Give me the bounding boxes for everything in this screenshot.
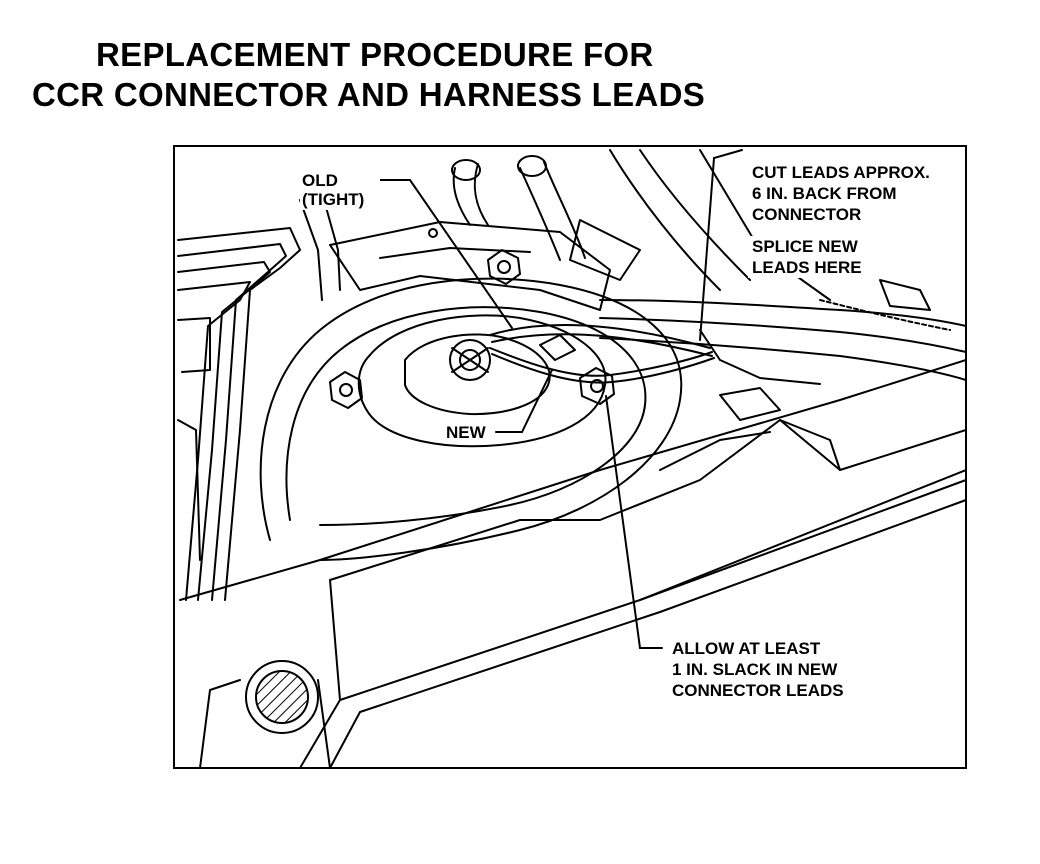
- label-new: NEW: [446, 423, 487, 442]
- fender-panel: [179, 359, 966, 768]
- label-allow-slack: 1 IN. SLACK IN NEW: [672, 660, 838, 679]
- label-old-tight: (TIGHT): [302, 190, 364, 209]
- label-old: OLD: [302, 171, 338, 190]
- label-cut-leads: 6 IN. BACK FROM: [752, 184, 897, 203]
- leader-old: [377, 179, 513, 329]
- diagram-title-line-1: REPLACEMENT PROCEDURE FOR: [96, 36, 654, 73]
- label-cut-leads: CUT LEADS APPROX.: [752, 163, 930, 182]
- wire-harness: [599, 279, 966, 421]
- connector-leads: [489, 324, 715, 384]
- drain-grommet: [199, 660, 331, 768]
- label-splice: LEADS HERE: [752, 258, 862, 277]
- label-splice: SPLICE NEW: [752, 237, 859, 256]
- leader-new: [495, 369, 553, 433]
- strut-tower: [259, 277, 683, 561]
- label-allow-slack: CONNECTOR LEADS: [672, 681, 844, 700]
- mounting-nut: [579, 367, 615, 405]
- label-cut-leads: CONNECTOR: [752, 205, 861, 224]
- label-allow-slack: ALLOW AT LEAST: [672, 639, 821, 658]
- mounting-nut: [487, 249, 521, 285]
- mounting-nut: [329, 371, 363, 409]
- leader-cut: [699, 149, 743, 341]
- diagram-title-line-2: CCR CONNECTOR AND HARNESS LEADS: [32, 76, 706, 113]
- leader-allow: [605, 395, 663, 649]
- left-tubes: [177, 199, 341, 601]
